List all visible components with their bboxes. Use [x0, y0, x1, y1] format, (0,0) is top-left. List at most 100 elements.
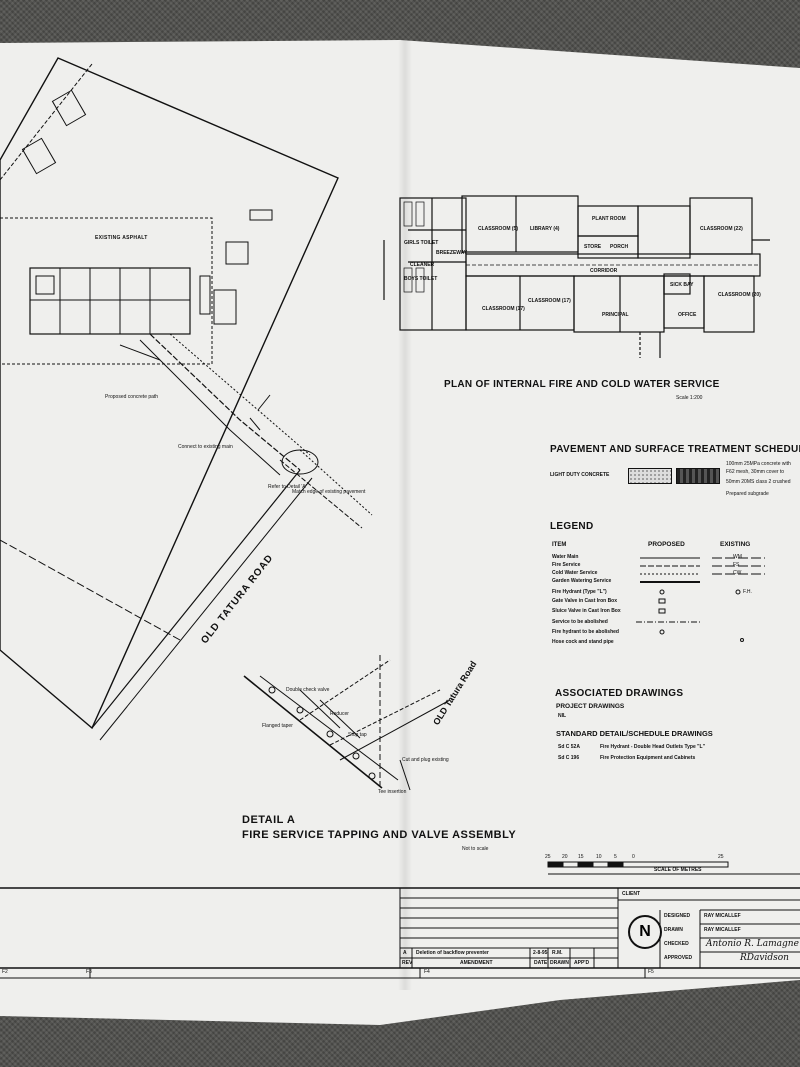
col-appd: APP'D: [574, 960, 590, 966]
grid-ref: F3: [86, 969, 92, 975]
site-note-path: Proposed concrete path: [105, 394, 159, 400]
scale-tick: 15: [578, 854, 584, 860]
legend-col-existing: EXISTING: [720, 541, 751, 548]
approved-label: APPROVED: [664, 955, 693, 961]
revision-date: 2-8-95: [533, 950, 548, 956]
detail-callout: Tee insertion: [378, 789, 407, 795]
revision-letter: A: [403, 950, 407, 956]
legend-col-item: ITEM: [552, 542, 567, 548]
room-label: CLASSROOM (5): [478, 226, 518, 232]
legend-item: Garden Watering Service: [552, 578, 612, 584]
room-label: OFFICE: [678, 312, 697, 318]
approved-signature: RDavidson: [740, 953, 789, 963]
project-drawings-heading: PROJECT DRAWINGS: [556, 703, 625, 710]
detail-callout: Flanged taper: [262, 723, 293, 729]
room-label: CLASSROOM (22): [700, 226, 743, 232]
title-block-lines: [0, 887, 800, 979]
checked-label: CHECKED: [664, 941, 689, 947]
detail-callout: Stop tap: [348, 732, 367, 738]
revision-initials: R.M.: [552, 950, 563, 956]
drawn-value: RAY MICALLEF: [704, 927, 741, 933]
standard-drawing-code: Sd C 196: [558, 755, 580, 761]
room-label: GIRLS TOILET: [404, 240, 439, 246]
legend-title: LEGEND: [550, 521, 594, 532]
internal-plan-scale: Scale 1:200: [676, 395, 703, 401]
site-boundary: [0, 57, 339, 730]
pavement-title: PAVEMENT AND SURFACE TREATMENT SCHEDULE: [550, 444, 800, 455]
pavement-spec-4: Prepared subgrade: [726, 491, 769, 497]
legend-code-fs: FS: [733, 562, 740, 568]
col-amendment: AMENDMENT: [460, 960, 493, 966]
site-asphalt-label: EXISTING ASPHALT: [95, 235, 148, 241]
legend-item: Service to be abolished: [552, 619, 608, 625]
revision-note: Deletion of backflow preventer: [416, 950, 489, 956]
legend-item: Water Main: [552, 554, 579, 560]
pavement-swatch-existing: [676, 468, 720, 484]
internal-plan-building: [383, 195, 770, 358]
room-label: SICK BAY: [670, 282, 694, 288]
detail-callout: Cut and plug existing: [402, 757, 449, 763]
designed-label: DESIGNED: [664, 913, 691, 919]
standard-drawing-desc: Fire Protection Equipment and Cabinets: [600, 755, 696, 761]
col-rev: REV: [402, 960, 413, 966]
room-label: STORE: [584, 244, 602, 250]
school-building-outline: [29, 267, 191, 335]
scale-tick: 0: [632, 854, 635, 860]
legend-item: Fire hydrant to be abolished: [552, 629, 619, 635]
internal-plan-title: PLAN OF INTERNAL FIRE AND COLD WATER SER…: [444, 379, 720, 390]
legend-item: Cold Water Service: [552, 570, 598, 576]
project-drawings-value: NIL: [558, 713, 567, 719]
scale-tick: 25: [718, 854, 724, 860]
room-label: LIBRARY (4): [530, 226, 560, 232]
client-label: CLIENT: [622, 891, 641, 897]
site-note-connect: Connect to existing main: [178, 444, 233, 450]
room-label: PORCH: [610, 244, 629, 250]
detail-not-to-scale: Not to scale: [462, 846, 489, 852]
legend-code-cw: CW: [733, 570, 742, 576]
pavement-swatch-concrete: [628, 468, 672, 484]
north-arrow: N: [628, 915, 662, 949]
room-label: CLASSROOM (20): [718, 292, 761, 298]
pavement-spec-3: 50mm 20MS class 2 crushed: [726, 479, 791, 485]
pavement-item: LIGHT DUTY CONCRETE: [550, 472, 610, 478]
asphalt-boundary: [0, 217, 213, 365]
room-label: PLANT ROOM: [592, 216, 626, 222]
drawn-label: DRAWN: [664, 927, 683, 933]
scale-tick: 20: [562, 854, 568, 860]
pavement-spec-1: 100mm 25MPa concrete with: [726, 461, 791, 467]
scale-tick: 5: [614, 854, 617, 860]
scale-label: SCALE OF METRES: [654, 867, 702, 873]
checked-signature: Antonio R. Lamagne: [706, 939, 799, 949]
detail-title-line1: DETAIL A: [242, 814, 296, 826]
designed-value: RAY MICALLEF: [704, 913, 741, 919]
legend-item: Fire Service: [552, 562, 581, 568]
scale-tick: 10: [596, 854, 602, 860]
col-date: DATE: [534, 960, 548, 966]
legend-item: Hose cock and stand pipe: [552, 639, 614, 645]
legend-col-proposed: PROPOSED: [648, 541, 685, 548]
detail-title-line2: FIRE SERVICE TAPPING AND VALVE ASSEMBLY: [242, 829, 517, 841]
detail-callout: Double check valve: [286, 687, 330, 693]
legend-item: Sluice Valve in Cast Iron Box: [552, 608, 621, 614]
room-label: BOYS TOILET: [404, 276, 438, 282]
site-note-match-edge: Match edge of existing pavement: [292, 489, 366, 495]
room-label: PRINCIPAL: [602, 312, 629, 318]
legend-code-wm: WM: [733, 554, 742, 560]
room-label: CLASSROOM (17): [482, 306, 525, 312]
sheet-fold: [398, 40, 412, 990]
pavement-spec-2: F62 mesh, 30mm cover to: [726, 469, 785, 475]
grid-ref: F2: [2, 969, 8, 975]
north-letter: N: [639, 923, 651, 940]
standard-drawing-code: Sd C 52A: [558, 744, 580, 750]
associated-title: ASSOCIATED DRAWINGS: [555, 688, 684, 699]
room-label: CORRIDOR: [590, 268, 618, 274]
scale-tick: 25: [545, 854, 551, 860]
detail-callout: Reducer: [330, 711, 349, 717]
grid-ref: F5: [648, 969, 654, 975]
legend-item: Fire Hydrant (Type "L"): [552, 589, 607, 595]
grid-ref: F4: [424, 969, 430, 975]
room-label: BREEZEWAY: [436, 250, 468, 256]
room-label: CLEANER: [410, 262, 435, 268]
room-label: CLASSROOM (17): [528, 298, 571, 304]
